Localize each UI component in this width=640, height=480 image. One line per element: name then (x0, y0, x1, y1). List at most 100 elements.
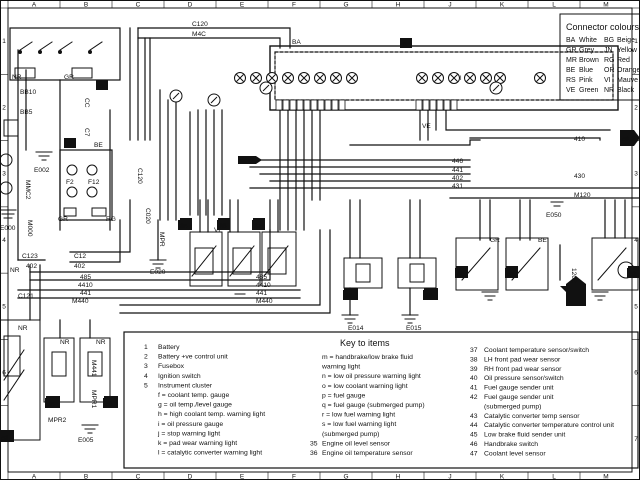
ruler-number-right: 5 (634, 303, 638, 310)
ruler-letter-top: F (292, 2, 296, 9)
label-bb5: BB5 (20, 109, 33, 116)
key-item-number: 35 (310, 440, 318, 447)
label-f12: F12 (88, 179, 100, 186)
label-e000: E000 (0, 225, 16, 232)
key-item-number: 1 (144, 344, 148, 351)
label-m4c: M4C (192, 31, 206, 38)
ruler-letter-top: K (500, 2, 505, 9)
key-item-number: 2 (144, 354, 148, 361)
label-v36: 36 (219, 223, 227, 230)
key-item-text: LH front pad wear sensor (484, 356, 561, 363)
ruler-number-right: 1 (634, 38, 638, 45)
battery (0, 119, 19, 219)
ruler-letter-bottom: J (448, 474, 451, 480)
label-c123: C123 (22, 253, 38, 260)
key-item-number: 41 (470, 385, 478, 392)
item-badge (45, 398, 58, 408)
key-item-text: s = low fuel warning light (322, 421, 396, 428)
label-n446: 446 (452, 158, 463, 165)
key-item: 47 Coolant level sensor (470, 450, 546, 457)
key-item: l = catalytic converter warning light (158, 450, 262, 457)
key-item-number: 40 (470, 375, 478, 382)
colour-code: NR (604, 87, 614, 94)
ignition-switch (9, 27, 121, 81)
key-item-number: 47 (470, 450, 478, 457)
key-item: p = fuel gauge (322, 392, 365, 399)
label-n485a: 485 (80, 274, 91, 281)
key-item-text: q = fuel gauge (submerged pump) (322, 402, 425, 409)
ruler-letter-bottom: K (500, 474, 505, 480)
item-badge (423, 290, 436, 300)
key-item: j = stop warning light (157, 430, 220, 437)
colour-code: VE (566, 87, 576, 94)
key-item-number: 36 (310, 450, 318, 457)
label-v42: 42 (629, 271, 637, 278)
item-badge (178, 220, 191, 230)
key-item: o = low coolant warning light (322, 383, 408, 390)
ruler-letter-bottom: M (603, 474, 608, 480)
label-v40: 40 (457, 271, 465, 278)
label-l8: 4/L8 (622, 136, 636, 143)
item-badge (343, 290, 356, 300)
colour-name: Pink (579, 77, 593, 84)
warning-lamp-icon (464, 72, 476, 84)
colour-name: Blue (579, 67, 593, 74)
item-badge (103, 398, 116, 408)
label-v35: 35 (180, 223, 188, 230)
key-item-text: p = fuel gauge (322, 392, 365, 399)
label-mpr: MPR (158, 232, 165, 247)
key-item-text: h = high coolant temp. warning light (158, 411, 265, 418)
ruler-number-left: 5 (2, 303, 6, 310)
label-n402b: 402 (74, 263, 85, 270)
label-n4410a: 4410 (78, 282, 93, 289)
ruler-letter-bottom: D (188, 474, 193, 480)
ruler-number-right: 7 (634, 436, 638, 443)
ground-symbols (35, 151, 609, 434)
label-n441a: 441 (80, 290, 91, 297)
warning-lamp-icon (346, 72, 358, 84)
label-n4410b: 4410 (256, 282, 271, 289)
colour-name: Orange (617, 67, 640, 74)
ruler-number-right: 3 (634, 171, 638, 178)
label-ve1: VE (214, 227, 223, 234)
key-item-text: Fuel gauge sender unit (484, 394, 554, 401)
warning-lamp-icon (266, 72, 278, 84)
warning-lamp-icon (330, 72, 342, 84)
ruler-letter-bottom: F (292, 474, 296, 480)
label-e014: E014 (348, 325, 364, 332)
colour-name: Red (617, 57, 630, 64)
item-badge (505, 268, 518, 278)
key-item-text: Catalytic converter temp sensor (484, 413, 580, 420)
key-item-number: 5 (144, 382, 148, 389)
key-item-text: n = low oil pressure warning light (322, 373, 421, 380)
label-v37: 37 (254, 223, 262, 230)
key-item-number: 38 (470, 356, 478, 363)
ruler-letter-bottom: L (552, 474, 556, 480)
key-item: s = low fuel warning light (322, 421, 396, 428)
key-item-text: Catalytic converter temperature control … (484, 422, 614, 429)
key-item-text: (submerged pump) (484, 403, 541, 410)
ruler-number-right: 2 (634, 104, 638, 111)
fusebox (59, 149, 113, 221)
colour-code: BA (566, 37, 576, 44)
key-item-text: Low brake fluid sender unit (484, 432, 565, 439)
key-item-text: Coolant level sensor (484, 450, 546, 457)
key-item: (submerged pump) (322, 431, 379, 438)
ruler-letter-top: B (84, 2, 88, 9)
colour-code: VI (604, 77, 611, 84)
label-n431: 431 (452, 183, 463, 190)
